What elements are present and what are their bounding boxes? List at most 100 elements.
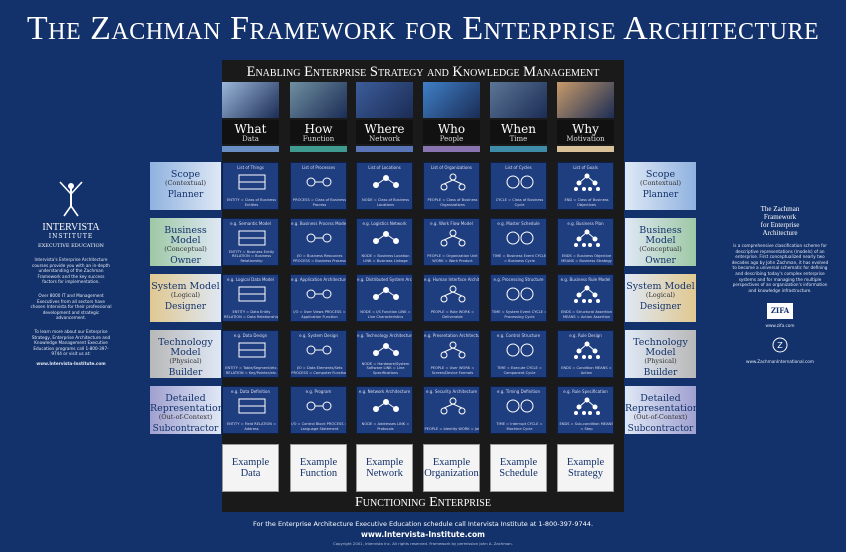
row-title: Technology Model	[158, 337, 213, 358]
cell-definition: I/O = Data Elements/Sets PROCESS = Compu…	[291, 366, 347, 375]
intervista-paragraph-3: To learn more about our Enterprise Strat…	[31, 328, 111, 357]
cell-definition: NODE = Class of Business Locations	[362, 198, 409, 207]
table-icon	[238, 286, 266, 302]
column-color-strip	[423, 146, 480, 152]
row-title: Business Model	[164, 225, 207, 246]
row-title: Technology Model	[633, 337, 688, 358]
row-title: Scope	[645, 169, 676, 180]
bottom-url-link[interactable]: www.Intervista-Institute.com	[361, 530, 485, 539]
cell-model-name: e.g. Data Definition	[230, 389, 270, 394]
executive-education-text: EXECUTIVE EDUCATION	[38, 243, 104, 249]
intervista-paragraph-1: Intervista's Enterprise Architecture cou…	[32, 257, 110, 285]
org-chart-icon	[440, 397, 466, 415]
column-focus: Motivation	[566, 135, 605, 143]
row-label-right-4: Detailed Representations(Out-of-Context)…	[625, 386, 704, 434]
cycle-icon	[506, 399, 534, 413]
cell-model-name: e.g. Master Schedule	[497, 221, 540, 226]
row-role: Planner	[642, 190, 679, 200]
row-role: Owner	[645, 256, 676, 266]
cell-model-name: e.g. Rule Specification	[563, 389, 608, 394]
cell-model-name: e.g. Data Design	[233, 333, 268, 338]
cell-model-name: List of Locations	[368, 165, 401, 170]
cell-model-name: List of Things	[237, 165, 264, 170]
row-title: Business Model	[639, 225, 682, 246]
zachman-description-panel: The Zachman Framework for Enterprise Arc…	[730, 205, 830, 365]
column-color-strip	[490, 146, 547, 152]
example-cell: Example Schedule	[490, 444, 547, 492]
cell-definition: TIME = System Event CYCLE = Processing C…	[491, 310, 547, 319]
goal-tree-icon	[574, 229, 600, 247]
column-image-network	[356, 82, 413, 118]
board-header: Enabling Enterprise Strategy and Knowled…	[246, 64, 600, 80]
example-cell: Example Data	[222, 444, 279, 492]
zachman-heading-3: for Enterprise	[760, 221, 800, 229]
cell-definition: ENDS = Sub-condition MEANS = Step	[559, 422, 614, 431]
institute-text: INSTITUTE	[48, 233, 94, 240]
row-label-left-4: Detailed Representations(Out-of-Context)…	[150, 386, 229, 434]
column-interrogative: Where	[364, 122, 405, 136]
cell-definition: PEOPLE = Organization Unit WORK = Work P…	[427, 254, 478, 263]
zachman-description: is a comprehensive classification scheme…	[731, 243, 829, 293]
column-focus: Network	[369, 135, 400, 143]
cycle-icon	[506, 343, 534, 357]
goal-tree-icon	[574, 341, 600, 359]
column-color-strip	[290, 146, 347, 152]
row-perspective: (Logical)	[170, 291, 201, 299]
row-role: Planner	[167, 190, 204, 200]
network-icon	[373, 175, 399, 188]
poster-title: The Zachman Framework for Enterprise Arc…	[26, 10, 820, 47]
zachman-international-logo-icon: Z	[772, 337, 788, 353]
row-perspective: (Out-of-Context)	[158, 413, 213, 421]
column-interrogative: Why	[572, 122, 599, 136]
cell-definition: PROCESS = Class of Business Process	[292, 198, 347, 207]
zachman-heading-2: Framework	[763, 213, 797, 221]
cell-definition: TIME = Execute CYCLE = Component Cycle	[497, 366, 542, 375]
row-title: Detailed Representations	[150, 393, 229, 414]
row-perspective: (Contextual)	[639, 179, 682, 187]
row-perspective: (Conceptual)	[639, 245, 682, 253]
row-label-right-3: Technology Model(Physical)Builder	[625, 330, 696, 378]
row-role: Designer	[639, 302, 682, 312]
row-title: Scope	[170, 169, 201, 180]
zifa-url-link[interactable]: www.zifa.com	[765, 323, 795, 329]
cell-model-name: e.g. Logistics Network	[362, 221, 407, 226]
column-color-strip	[557, 146, 614, 152]
cell-model-name: e.g. Program	[305, 389, 332, 394]
row-role: Designer	[164, 302, 207, 312]
goal-tree-icon	[574, 285, 600, 303]
row-role: Builder	[643, 368, 678, 378]
cell-definition: ENDS = Structural Assertion MEANS = Acti…	[560, 310, 612, 319]
cell-definition: PEOPLE = Identity WORK = Job	[424, 426, 480, 431]
column-image-people	[423, 82, 480, 118]
cell-model-name: e.g. Presentation Architecture	[424, 333, 480, 338]
copyright-text: Copyright 2001, Intervista Inc. All righ…	[333, 541, 513, 546]
intervista-url-link[interactable]: www.Intervista-Institute.com	[36, 360, 106, 366]
svg-text:Z: Z	[777, 341, 783, 350]
table-icon	[238, 230, 266, 246]
cell-definition: ENTITY = Table/Segment/etc. RELATION = K…	[225, 366, 278, 375]
column-interrogative: Who	[437, 122, 466, 136]
intervista-panel: INTERVISTA INSTITUTE EXECUTIVE EDUCATION…	[30, 180, 112, 367]
zachman-international-url-link[interactable]: www.ZachmanInternational.com	[746, 358, 814, 364]
cell-model-name: e.g. Rule Design	[569, 333, 602, 338]
